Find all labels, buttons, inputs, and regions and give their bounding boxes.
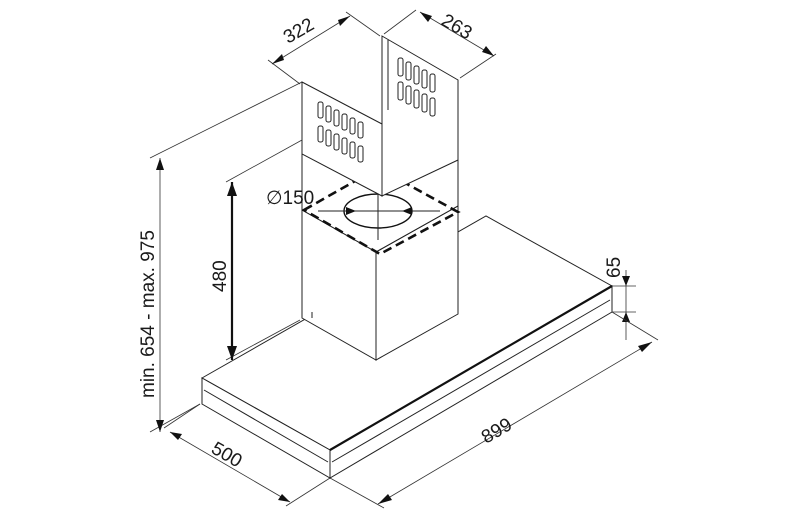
- label-65: 65: [604, 257, 625, 278]
- label-duct-diameter: ∅150: [266, 188, 314, 209]
- dimension-65: [612, 270, 636, 340]
- upper-chimney: [301, 35, 459, 210]
- dimension-total-height: [149, 81, 303, 433]
- dimension-480: [225, 139, 303, 361]
- dimension-500: [163, 403, 331, 507]
- label-322: 322: [280, 14, 318, 48]
- dimension-322: [267, 11, 381, 85]
- dimension-899: [329, 311, 659, 509]
- label-263: 263: [438, 10, 476, 44]
- label-899: 899: [478, 414, 516, 448]
- dimension-263: [383, 9, 497, 79]
- vent-slots-right: [397, 57, 436, 117]
- vent-slots-left: [317, 101, 364, 163]
- label-480: 480: [210, 260, 231, 292]
- label-500: 500: [208, 438, 246, 472]
- duct-opening: [301, 166, 461, 256]
- label-total-height: min. 654 - max. 975: [138, 230, 159, 398]
